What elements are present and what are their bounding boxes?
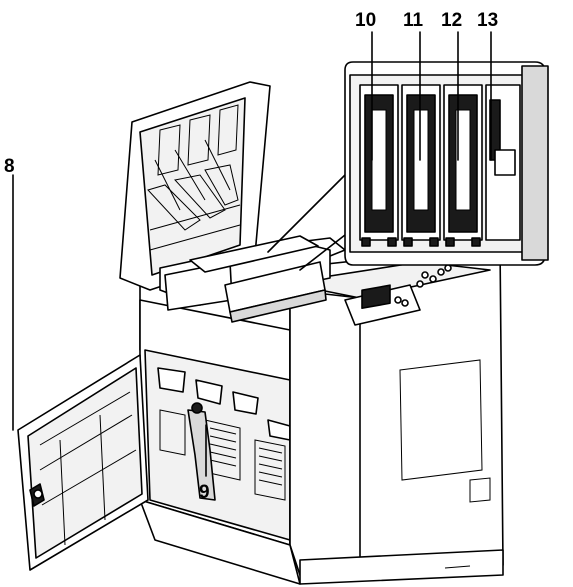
toner-cartridge-12 — [444, 85, 482, 240]
callout-11: 11 — [403, 10, 424, 31]
front-door-open — [18, 355, 148, 570]
toner-cartridge-11 — [402, 85, 440, 240]
zoom-callout — [268, 62, 548, 270]
callout-8: 8 — [4, 156, 15, 177]
callout-10: 10 — [355, 10, 376, 31]
callout-9: 9 — [199, 482, 210, 503]
callout-12: 12 — [441, 10, 462, 31]
toner-cartridge-10 — [360, 85, 398, 240]
callout-13: 13 — [477, 10, 498, 31]
